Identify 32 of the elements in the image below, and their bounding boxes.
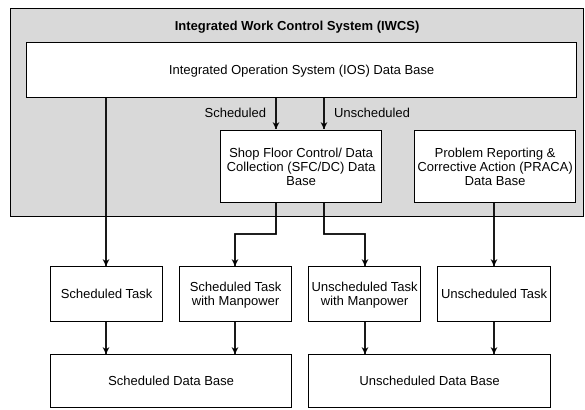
node-label: Unscheduled Data Base <box>359 374 500 388</box>
process-box <box>26 42 577 98</box>
system-panel <box>10 8 584 217</box>
process-box <box>179 266 292 322</box>
arrow <box>232 202 277 266</box>
arrow <box>323 202 368 266</box>
edge-label: Unscheduled <box>332 106 412 120</box>
node-label: Scheduled Data Base <box>108 374 234 388</box>
arrow <box>272 97 280 129</box>
process-box <box>50 354 292 408</box>
process-box <box>308 266 421 322</box>
process-box <box>437 266 551 322</box>
arrow <box>102 97 110 266</box>
process-box <box>220 130 382 203</box>
arrow <box>320 97 328 129</box>
process-box <box>308 354 551 408</box>
arrow <box>490 202 498 266</box>
arrow <box>490 322 498 354</box>
node-label: Scheduled Task with Manpower <box>188 280 282 308</box>
process-box <box>414 130 576 203</box>
node-label: Integrated Operation System (IOS) Data Base <box>168 63 434 77</box>
node-label: Unscheduled Task <box>441 287 547 301</box>
edge-label: Scheduled <box>202 106 268 120</box>
node-label: Problem Reporting & Corrective Action (PRACA) Data Base <box>416 146 574 188</box>
panel-title: Integrated Work Control System (IWCS) <box>174 19 420 33</box>
node-label: Scheduled Task <box>60 287 152 301</box>
arrow <box>102 322 110 354</box>
process-box <box>50 266 163 322</box>
node-label: Unscheduled Task with Manpower <box>310 280 418 308</box>
arrow <box>362 322 368 354</box>
arrow <box>232 322 238 354</box>
node-label: Shop Floor Control/ Data Collection (SFC/DC) Data Base <box>226 146 376 188</box>
